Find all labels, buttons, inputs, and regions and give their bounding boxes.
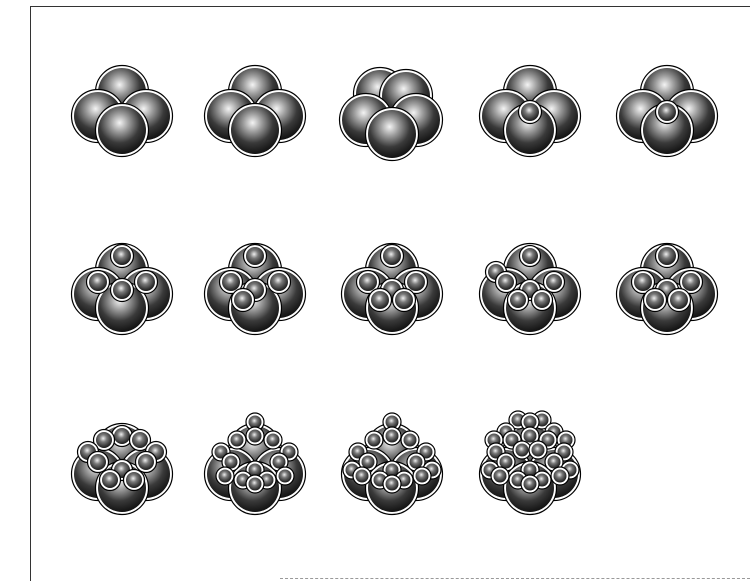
small-sphere — [546, 274, 562, 290]
small-sphere — [498, 274, 514, 290]
small-sphere — [90, 454, 106, 470]
small-sphere — [521, 103, 539, 121]
small-sphere — [132, 432, 148, 448]
cluster-stage — [205, 413, 306, 515]
large-sphere — [368, 110, 416, 158]
small-sphere — [404, 434, 417, 447]
small-sphere — [383, 247, 401, 265]
small-sphere — [407, 273, 425, 291]
small-sphere — [494, 470, 507, 483]
small-sphere — [249, 478, 262, 491]
small-sphere — [524, 478, 537, 491]
small-sphere — [234, 291, 252, 309]
cluster-stage — [72, 66, 173, 157]
small-sphere — [371, 291, 389, 309]
cluster-stage — [342, 244, 443, 335]
small-sphere — [386, 430, 399, 443]
small-sphere — [534, 292, 550, 308]
small-sphere — [522, 248, 538, 264]
small-sphere — [279, 470, 292, 483]
small-sphere — [246, 247, 264, 265]
small-sphere — [516, 444, 529, 457]
small-sphere — [368, 434, 381, 447]
small-sphere — [219, 470, 232, 483]
small-sphere — [670, 291, 688, 309]
small-sphere — [359, 273, 377, 291]
small-sphere — [138, 454, 154, 470]
small-sphere — [646, 291, 664, 309]
small-sphere — [114, 428, 130, 444]
small-sphere — [658, 103, 676, 121]
small-sphere — [96, 432, 112, 448]
cluster-stage — [480, 244, 581, 335]
small-sphere — [416, 470, 429, 483]
cluster-stage — [342, 413, 443, 515]
large-sphere — [98, 106, 146, 154]
cluster-stage — [340, 68, 443, 161]
small-sphere — [231, 434, 244, 447]
small-sphere — [532, 444, 545, 457]
cluster-stage — [480, 411, 581, 515]
small-sphere — [510, 292, 526, 308]
small-sphere — [137, 273, 155, 291]
small-sphere — [102, 472, 118, 488]
small-sphere — [113, 281, 131, 299]
cluster-stage — [617, 66, 718, 157]
small-sphere — [249, 430, 262, 443]
cluster-stage — [480, 66, 581, 157]
cluster-stage — [205, 66, 306, 157]
cluster-stage — [72, 244, 173, 335]
small-sphere — [554, 470, 567, 483]
small-sphere — [89, 273, 107, 291]
small-sphere — [634, 273, 652, 291]
small-sphere — [222, 273, 240, 291]
small-sphere — [386, 478, 399, 491]
small-sphere — [270, 273, 288, 291]
small-sphere — [356, 470, 369, 483]
small-sphere — [395, 291, 413, 309]
cluster-stage — [205, 244, 306, 335]
large-sphere — [231, 106, 279, 154]
cluster-stage — [617, 244, 718, 335]
small-sphere — [113, 247, 131, 265]
small-sphere — [524, 430, 537, 443]
small-sphere — [126, 472, 142, 488]
small-sphere — [267, 434, 280, 447]
small-sphere — [682, 273, 700, 291]
cluster-stage — [72, 424, 173, 515]
small-sphere — [658, 247, 676, 265]
